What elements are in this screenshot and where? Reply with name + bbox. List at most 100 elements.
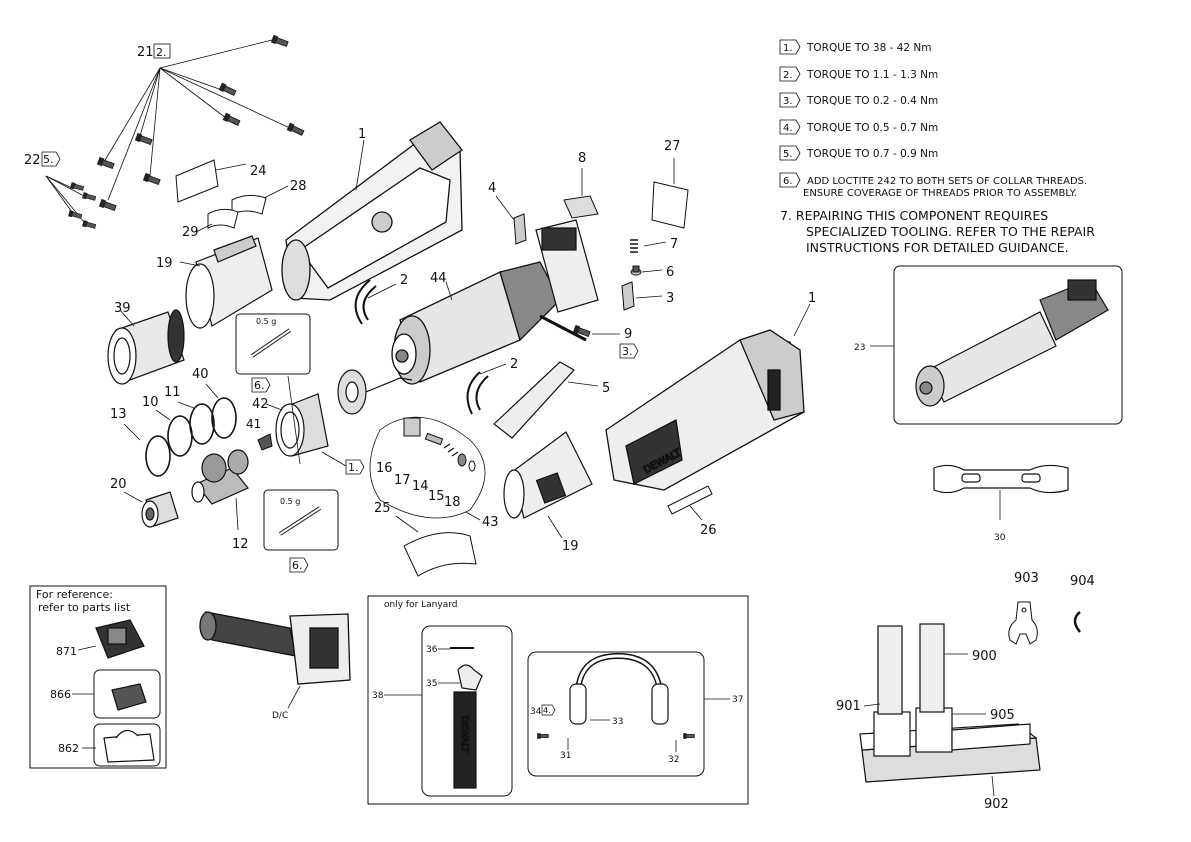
note-3-text: TORQUE TO 0.2 - 0.4 Nm: [806, 95, 938, 107]
part-label-19: 19: [156, 256, 173, 271]
note-2-num: 2.: [783, 70, 793, 81]
flag-34: 4.: [543, 706, 551, 715]
part-label-17: 17: [394, 473, 411, 488]
flag-22: 5.: [43, 153, 54, 166]
label-27: [651, 181, 689, 229]
motor-44: [391, 261, 561, 385]
part-label-904: 904: [1070, 574, 1095, 589]
pin-41: [257, 433, 273, 451]
lanyard-part-37: 37: [732, 695, 743, 705]
note-4: 4. TORQUE TO 0.5 - 0.7 Nm: [779, 119, 938, 135]
clip-904: [1073, 611, 1081, 633]
part-label-39: 39: [114, 301, 131, 316]
control-board: [535, 219, 599, 313]
wrench-903: [1008, 601, 1038, 645]
lanyard-part-32: 32: [668, 755, 679, 765]
spring-7: [630, 239, 638, 253]
button-16: [403, 417, 421, 437]
part-label-42: 42: [252, 397, 269, 412]
screws-22: [67, 181, 97, 230]
note-6-text-2: ENSURE COVERAGE OF THREADS PRIOR TO ASSE…: [803, 188, 1077, 199]
notes-list: 1. TORQUE TO 38 - 42 Nm 2. TORQUE TO 1.1…: [779, 39, 1095, 255]
group-43-outline: [369, 416, 486, 519]
note-1-text: TORQUE TO 38 - 42 Nm: [806, 42, 932, 54]
lanyard-title: only for Lanyard: [384, 600, 457, 610]
part-label-14: 14: [412, 479, 429, 494]
grease-box-bottom: 0.5 g: [263, 489, 339, 551]
lanyard-part-33: 33: [612, 717, 623, 727]
bracket-2-bottom: [466, 371, 489, 415]
part-label-27: 27: [664, 139, 681, 154]
note-4-num: 4.: [783, 123, 793, 134]
gear-housing-19-top: [185, 235, 273, 329]
note-6-num: 6.: [783, 176, 793, 187]
washer-15: [457, 453, 467, 467]
part-label-21: 21: [137, 45, 154, 60]
lanyard-brand: DEWALT: [459, 716, 469, 753]
flag-9: 3.: [622, 345, 633, 358]
bracket-2-top: [354, 279, 377, 325]
part-label-16: 16: [376, 461, 393, 476]
part-label-901: 901: [836, 699, 861, 714]
part-label-2: 2: [400, 273, 408, 288]
bag-862: [103, 729, 155, 763]
flag-1: 1.: [348, 461, 359, 474]
part-label-43: 43: [482, 515, 499, 530]
ring-18: [468, 460, 476, 472]
battery-871: [95, 619, 145, 659]
part-label-25: 25: [374, 501, 391, 516]
housing-half-1-bottom: DEWALT: [605, 329, 805, 491]
screw-cluster-21: [103, 39, 291, 201]
ref-label-871: 871: [56, 645, 77, 658]
latch-3: [621, 281, 635, 311]
tether-33: [569, 652, 669, 725]
part-label-902: 902: [984, 797, 1009, 812]
note-1-num: 1.: [783, 43, 793, 54]
part-label-15: 15: [428, 489, 445, 504]
part-label-10: 10: [142, 395, 159, 410]
bracket-5: [493, 361, 575, 439]
part-label-3: 3: [666, 291, 674, 306]
flag-21: 2.: [156, 46, 167, 59]
lanyard-part-31: 31: [560, 751, 571, 761]
part-label-20: 20: [110, 477, 127, 492]
label-26: [667, 485, 713, 515]
o-ring-40: [211, 397, 237, 439]
assembled-tool-dc: [199, 611, 351, 685]
part-label-8: 8: [578, 151, 586, 166]
note-6: 6. ADD LOCTITE 242 TO BOTH SETS OF COLLA…: [779, 172, 1087, 199]
dc-label: D/C: [272, 711, 288, 721]
gear-housing-19-bottom: [503, 431, 593, 519]
part-label-4: 4: [488, 181, 496, 196]
part-label-11: 11: [164, 385, 181, 400]
wrench-30: [933, 464, 1069, 494]
housing-half-1: [281, 121, 463, 301]
part-label-41: 41: [246, 417, 261, 431]
motor-assembly-23: [915, 279, 1109, 407]
thrust-washer: [337, 369, 413, 415]
part-label-28: 28: [290, 179, 307, 194]
grease-label-bottom: 0.5 g: [280, 497, 300, 506]
part-label-13: 13: [110, 407, 127, 422]
part-label-19b: 19: [562, 539, 579, 554]
part-label-24: 24: [250, 164, 267, 179]
note-5-text: TORQUE TO 0.7 - 0.9 Nm: [806, 148, 938, 160]
o-ring-10: [167, 415, 193, 457]
label-plate-24: [175, 159, 219, 203]
grease-label-top: 0.5 g: [256, 317, 276, 326]
note-3-num: 3.: [783, 96, 793, 107]
nut-20: [141, 491, 179, 528]
part-label-7: 7: [670, 237, 678, 252]
note-1: 1. TORQUE TO 38 - 42 Nm: [779, 39, 932, 55]
part-label-5: 5: [602, 381, 610, 396]
ref-label-866: 866: [50, 688, 71, 701]
note-5: 5. TORQUE TO 0.7 - 0.9 Nm: [779, 145, 938, 161]
ref-label-862: 862: [58, 742, 79, 755]
note-7: 7. REPAIRING THIS COMPONENT REQUIRES SPE…: [780, 208, 1095, 255]
note-7-line-3: INSTRUCTIONS FOR DETAILED GUIDANCE.: [806, 240, 1069, 255]
plate-8: [563, 195, 599, 219]
clip-4: [513, 213, 527, 245]
part-label-18: 18: [444, 495, 461, 510]
part-label-6: 6: [666, 265, 674, 280]
